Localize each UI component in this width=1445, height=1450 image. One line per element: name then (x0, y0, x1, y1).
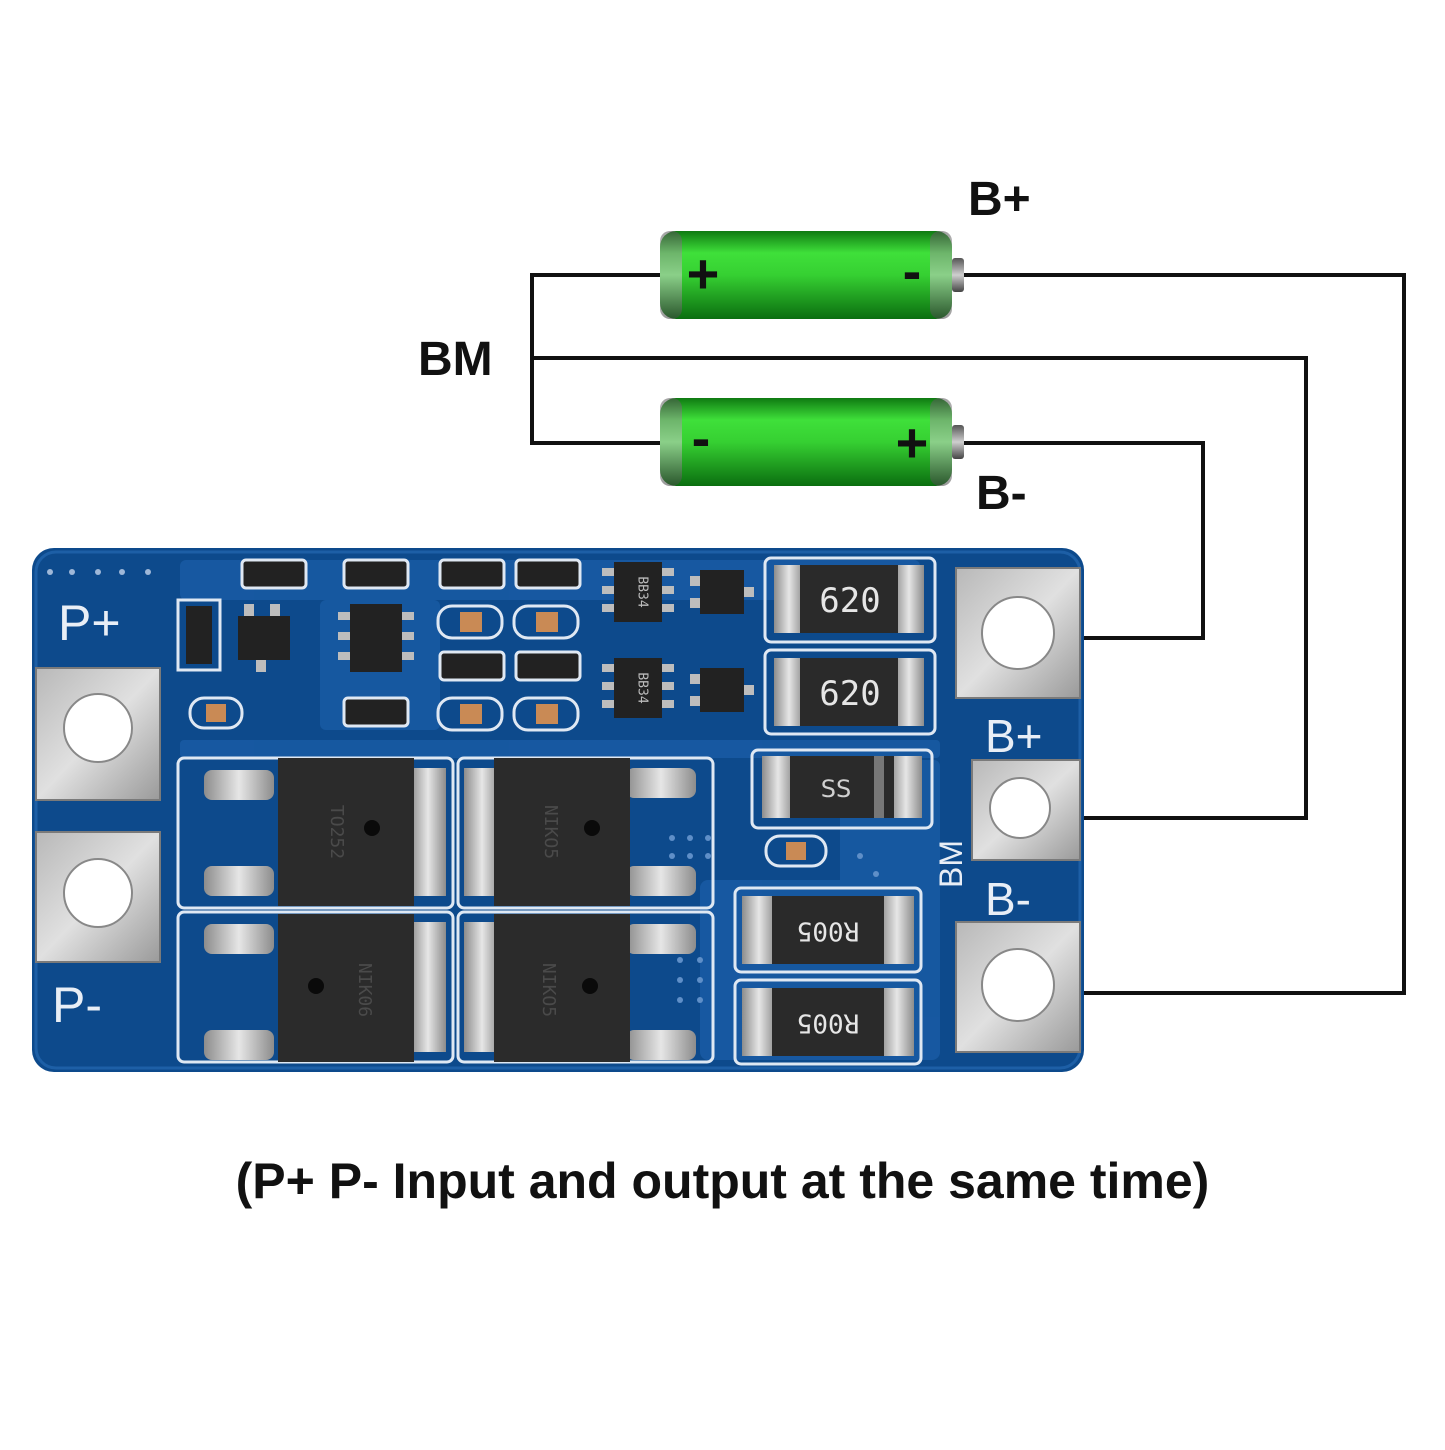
mosfet-1: TO252 (204, 758, 446, 906)
wire-b-minus (960, 441, 1205, 640)
mosfet-1-marking: TO252 (326, 805, 347, 859)
mosfet-3-marking: NIK06 (354, 963, 375, 1017)
battery-top-minus-terminal: - (903, 239, 922, 302)
vias (669, 835, 879, 1003)
test-points (47, 569, 151, 575)
bms-board: P+ P- B+ B- BM 620 620 (32, 548, 1084, 1072)
silk-label-b-plus: B+ (985, 710, 1043, 762)
ic-driver (338, 604, 414, 672)
silk-label-bm: BM (933, 840, 969, 888)
mosfet-4-marking: NIKO5 (538, 963, 559, 1017)
battery-top: + - (660, 231, 964, 319)
pad-p-minus (35, 831, 161, 963)
sod-vertical (176, 598, 222, 672)
battery-bottom-plus-terminal: + (896, 411, 929, 474)
pad-p-plus (35, 667, 161, 801)
battery-bottom: - + (660, 398, 964, 486)
battery-bottom-minus-terminal: - (692, 406, 711, 469)
pad-b-minus-top (955, 567, 1081, 699)
ic-protector-1-marking: BB34 (635, 576, 650, 607)
mosfet-4: NIKO5 (464, 914, 696, 1062)
label-b-minus: B- (976, 467, 1027, 520)
ic-protector-1: BB34 (602, 562, 674, 622)
silkscreen-outlines (176, 556, 937, 1066)
shunt-r005-bottom-marking: R005 (797, 1008, 860, 1038)
mosfet-3: NIK06 (204, 914, 446, 1062)
sot23-1 (238, 604, 290, 672)
silk-label-b-minus: B- (985, 873, 1031, 925)
chip-resistors (240, 558, 582, 728)
ic-protector-2: BB34 (602, 658, 674, 718)
pad-b-plus-bottom (955, 921, 1081, 1053)
sot23-2 (690, 570, 754, 614)
resistor-620-top-marking: 620 (819, 581, 880, 621)
chip-capacitors (188, 604, 828, 868)
label-b-plus: B+ (968, 173, 1031, 226)
battery-top-plus-terminal: + (687, 242, 720, 305)
resistor-620-mid: 620 (774, 658, 924, 726)
sot23-3 (690, 668, 754, 712)
shunt-r005-top-marking: R005 (797, 916, 860, 946)
ic-protector-2-marking: BB34 (635, 672, 650, 703)
mosfet-2: NIKO5 (464, 758, 696, 906)
wire-bm-bus (530, 273, 1308, 820)
diode-marking: SS (821, 775, 851, 803)
pad-bm (971, 759, 1081, 861)
caption: (P+ P- Input and output at the same time… (235, 1153, 1210, 1209)
silk-label-p-minus: P- (52, 977, 102, 1033)
shunt-r005-top: R005 (742, 896, 914, 964)
diode: SS (762, 756, 922, 818)
resistor-620-mid-marking: 620 (819, 674, 880, 714)
shunt-r005-bottom: R005 (742, 988, 914, 1056)
silk-label-p-plus: P+ (58, 595, 121, 651)
mosfet-2-marking: NIKO5 (540, 805, 561, 859)
label-bm: BM (418, 333, 493, 386)
resistor-620-top: 620 (774, 565, 924, 633)
wire-b-plus (960, 273, 1406, 995)
